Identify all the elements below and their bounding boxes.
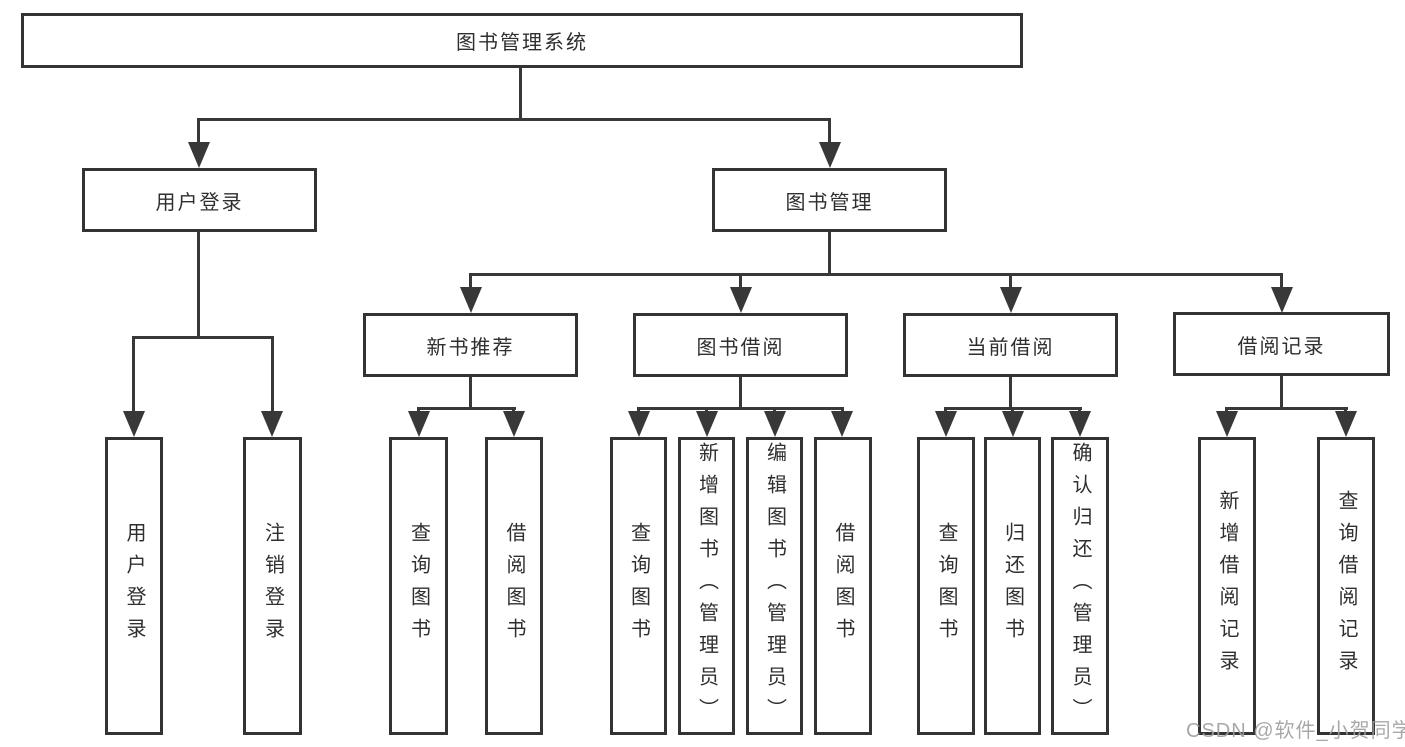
connector-line [469,377,472,410]
leaf-borrow-book: 借阅图书 [814,437,872,735]
connector-line [739,273,742,289]
leaf-label: 查询图书 [627,522,650,650]
node-label: 当前借阅 [966,336,1055,359]
connector-line [197,118,200,145]
leaf-query-book-current: 查询图书 [917,437,975,735]
connector-line [1280,273,1283,289]
connector-line [417,407,420,414]
leaf-label: 查询借阅记录 [1335,490,1357,682]
connector-line [132,336,274,339]
node-label: 图书管理 [785,191,874,214]
connector-line [519,68,522,121]
connector-arrowhead [503,411,525,437]
node-label: 图书管理系统 [456,32,588,54]
node-label: 图书借阅 [696,336,785,359]
node-current-borrow: 当前借阅 [903,313,1118,377]
connector-arrowhead [628,411,650,437]
connector-line [1280,376,1283,410]
watermark: CSDN @软件_小贺同学 [1186,720,1405,742]
connector-arrowhead [1216,411,1238,437]
node-library-management-system: 图书管理系统 [21,13,1023,68]
connector-line [417,407,516,410]
connector-arrowhead [261,411,283,437]
connector-arrowhead [1335,411,1357,437]
connector-arrowhead [696,411,718,437]
leaf-query-book-recommend: 查询图书 [389,437,448,735]
leaf-label: 用户登录 [123,522,145,650]
leaf-label: 新增图书（管理员） [695,442,718,730]
node-new-book-recommend: 新书推荐 [363,313,578,377]
node-user-login: 用户登录 [82,168,317,232]
connector-arrowhead [730,287,752,313]
leaf-label: 确认归还（管理员） [1069,442,1091,730]
leaf-label: 编辑图书（管理员） [763,442,786,730]
leaf-label: 借阅图书 [503,522,525,650]
leaf-logout-login: 注销登录 [243,437,302,735]
connector-arrowhead [819,142,841,168]
connector-line [705,407,708,414]
node-label: 用户登录 [155,191,244,214]
connector-line [1225,407,1228,414]
connector-line [1011,407,1014,414]
leaf-confirm-return-admin: 确认归还（管理员） [1051,437,1109,735]
leaf-query-book-borrow: 查询图书 [610,437,667,735]
node-label: 新书推荐 [426,336,515,359]
connector-line [1344,407,1347,414]
connector-line [637,407,844,410]
connector-line [828,232,831,276]
leaf-return-book: 归还图书 [984,437,1041,735]
connector-line [1009,273,1012,289]
leaf-label: 归还图书 [1001,522,1024,650]
connector-line [271,336,274,413]
leaf-label: 查询图书 [407,522,430,650]
connector-arrowhead [123,411,145,437]
leaf-label: 查询图书 [935,522,957,650]
leaf-query-borrow-record: 查询借阅记录 [1317,437,1375,735]
connector-arrowhead [1271,287,1293,313]
leaf-edit-book-admin: 编辑图书（管理员） [746,437,803,735]
connector-line [944,407,947,414]
connector-line [512,407,515,414]
connector-line [841,407,844,414]
node-label: 借阅记录 [1237,335,1326,358]
leaf-label: 借阅图书 [832,522,854,650]
connector-arrowhead [764,411,786,437]
leaf-label: 注销登录 [261,522,284,650]
connector-line [637,407,640,414]
connector-arrowhead [460,287,482,313]
connector-line [197,232,200,339]
connector-arrowhead [408,411,430,437]
leaf-add-borrow-record: 新增借阅记录 [1198,437,1256,735]
connector-line [773,407,776,414]
node-borrow-records: 借阅记录 [1173,312,1390,376]
leaf-add-book-admin: 新增图书（管理员） [678,437,735,735]
connector-line [1078,407,1081,414]
connector-arrowhead [188,142,210,168]
connector-line [197,118,831,121]
connector-line [739,377,742,410]
connector-line [1225,407,1348,410]
connector-arrowhead [1069,411,1091,437]
connector-arrowhead [831,411,853,437]
leaf-user-login: 用户登录 [105,437,163,735]
leaf-borrow-book-recommend: 借阅图书 [485,437,543,735]
connector-line [132,336,135,413]
connector-line [469,273,472,289]
leaf-label: 新增借阅记录 [1216,490,1238,682]
node-book-borrow: 图书借阅 [633,313,848,377]
connector-arrowhead [1000,287,1022,313]
connector-arrowhead [1002,411,1024,437]
connector-line [1009,377,1012,410]
node-book-management: 图书管理 [712,168,947,232]
connector-line [469,273,1283,276]
connector-arrowhead [935,411,957,437]
connector-line [828,118,831,145]
